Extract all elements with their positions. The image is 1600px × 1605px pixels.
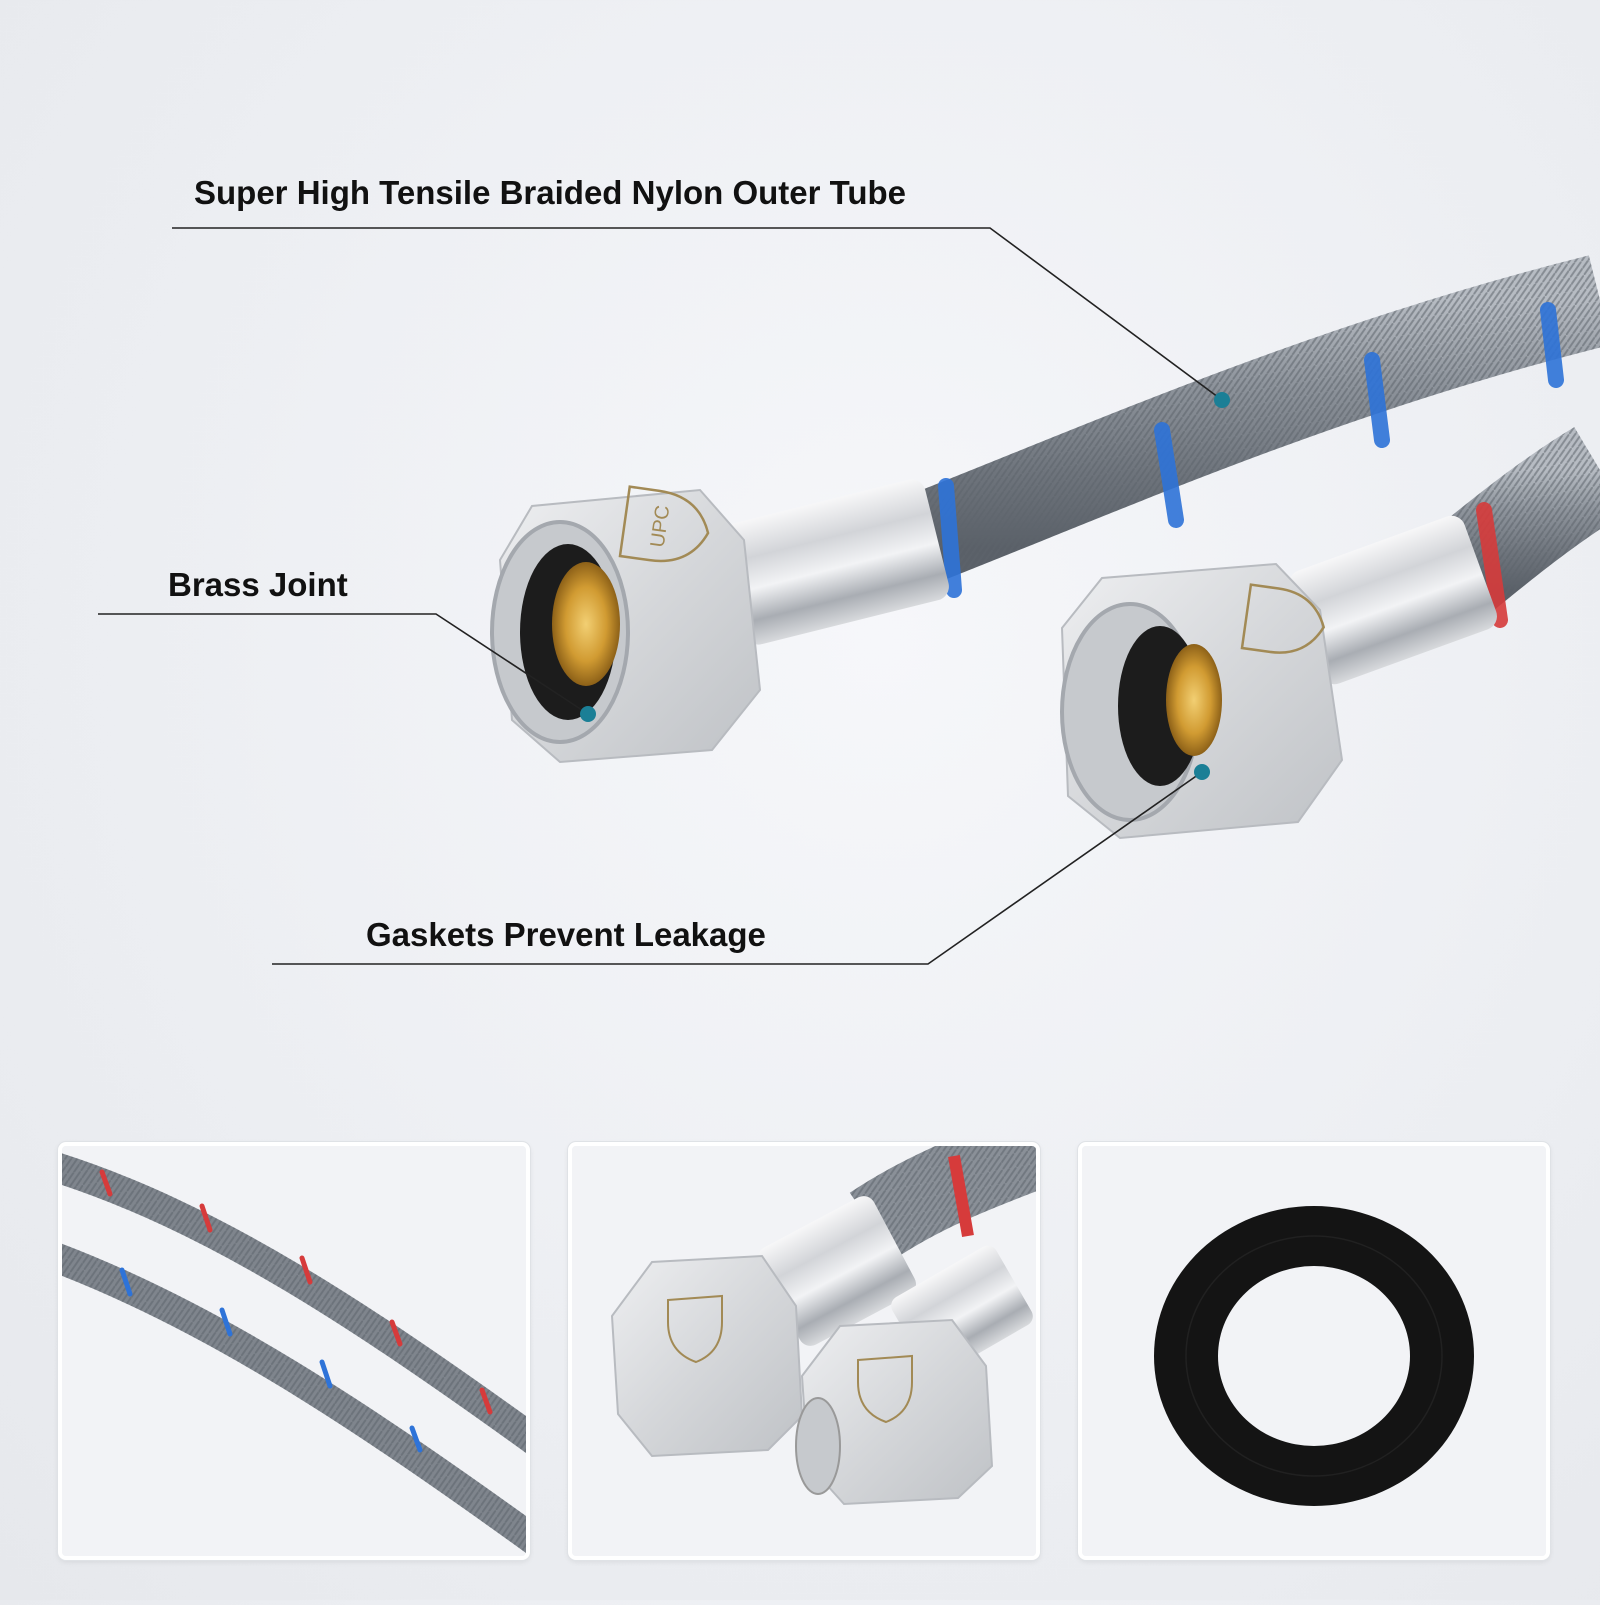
cold-hose — [883, 255, 1600, 598]
callout-line-joint — [98, 613, 589, 715]
callout-lines — [98, 227, 1223, 965]
callout-dot-joint — [580, 706, 596, 722]
thumbnail-fittings — [568, 1142, 1040, 1560]
callout-line-gasket — [272, 771, 1203, 965]
thumbnail-braided-hoses — [58, 1142, 530, 1560]
thumbnail-gasket — [1078, 1142, 1550, 1560]
hot-fitting — [1060, 515, 1497, 840]
upc-logo-mark-2 — [1240, 583, 1326, 654]
callout-line-tube — [172, 227, 1223, 401]
callout-label-joint: Brass Joint — [168, 566, 348, 603]
callout-label-gasket: Gaskets Prevent Leakage — [366, 916, 766, 953]
callout-dot-tube — [1214, 392, 1230, 408]
callout-dot-gasket — [1194, 764, 1210, 780]
cold-fitting: UPC — [490, 479, 949, 764]
callout-label-tube: Super High Tensile Braided Nylon Outer T… — [194, 174, 907, 211]
